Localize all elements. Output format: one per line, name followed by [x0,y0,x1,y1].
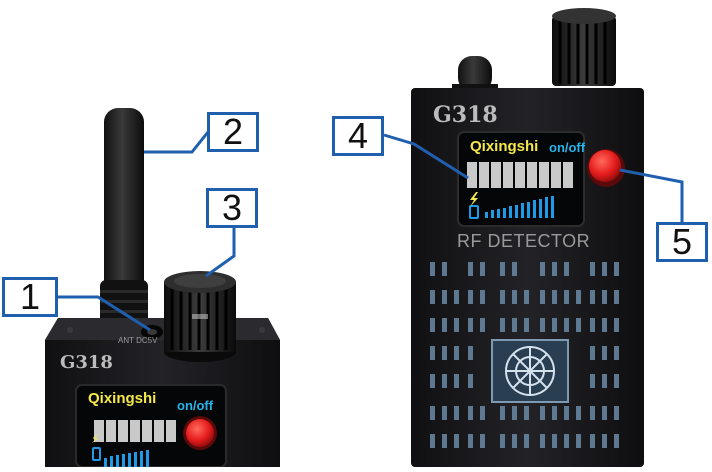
antenna [100,108,148,328]
left-lightning-icon: ⚡ [91,432,100,446]
callout-4: 4 [332,115,384,156]
grille-emblem [491,339,569,403]
left-port-label: ANT DC5V [118,336,158,345]
leader-lines [58,131,684,332]
left-brand-label: Qixingshi [88,390,157,407]
left-model-label: G318 [60,352,113,373]
right-brand-label: Qixingshi [470,138,539,155]
left-power-button [183,416,217,450]
power-button [587,149,625,187]
callout-3: 3 [206,187,258,228]
right-power-label: on/off [549,140,586,155]
callout-1: 1 [2,276,58,317]
left-power-label: on/off [177,398,214,413]
right-device [411,8,644,467]
left-device [45,108,280,468]
callout-5: 5 [656,221,708,262]
callout-2: 2 [207,111,259,152]
right-lightning-icon [470,192,478,207]
signal-display [467,162,573,219]
speaker-grille [430,262,619,448]
rf-detector-label: RF DETECTOR [457,231,591,251]
right-model-label: G318 [433,102,498,128]
sensitivity-knob [164,271,236,362]
